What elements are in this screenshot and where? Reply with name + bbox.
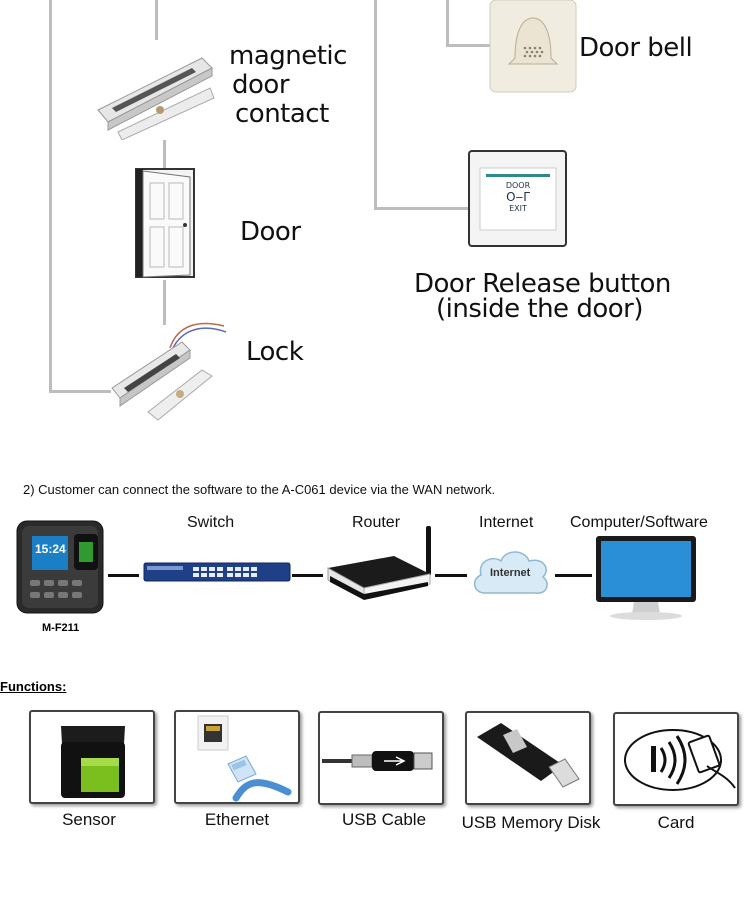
door-icon: [135, 168, 195, 278]
magnetic-contact-icon: [97, 57, 215, 140]
function-ethernet-label: Ethernet: [204, 810, 270, 829]
connector-switch-router: [292, 574, 323, 577]
magnetic-contact-label: magnetic door contact: [229, 42, 347, 129]
ethernet-icon: [197, 715, 292, 802]
lock-label: Lock: [246, 337, 304, 367]
rfid-card-icon: [624, 729, 736, 791]
function-card-card: [613, 712, 739, 806]
device-model-label: M-F211: [42, 622, 80, 634]
connector-router-internet: [435, 574, 467, 577]
network-note: 2) Customer can connect the software to …: [23, 482, 496, 497]
usb-disk-icon: [477, 723, 580, 788]
door-release-button-face: DOOR O‒ᒥ EXIT: [480, 180, 556, 214]
router-label: Router: [352, 514, 401, 531]
internet-label: Internet: [479, 514, 534, 531]
wire-center-vertical-3: [163, 280, 166, 325]
function-usb-disk-card: [465, 711, 591, 805]
door-release-line1: Door Release button: [414, 269, 671, 299]
computer-label: Computer/Software: [570, 514, 708, 531]
function-usb-cable-label: USB Cable: [341, 810, 427, 829]
function-ethernet-card: [174, 710, 300, 804]
internet-cloud-text: Internet: [490, 567, 531, 579]
function-usb-cable-card: [318, 711, 444, 805]
internet-cloud-icon: [473, 551, 548, 594]
switch-label: Switch: [187, 514, 235, 531]
magnetic-contact-line2: door: [232, 70, 290, 100]
doorbell-icon: [489, 0, 577, 93]
router-icon: [327, 526, 431, 600]
magnetic-contact-line3: contact: [235, 99, 329, 129]
door-release-button-icon: [468, 150, 567, 247]
function-sensor-label: Sensor: [62, 810, 116, 829]
connector-internet-computer: [555, 574, 592, 577]
function-sensor-card: [29, 710, 155, 804]
function-usb-disk-label: USB Memory Disk: [461, 813, 601, 832]
magnetic-contact-line1: magnetic: [229, 41, 347, 71]
door-release-line2: (inside the door): [436, 294, 643, 324]
connector-device-switch: [108, 574, 139, 577]
wire-right-vertical: [374, 0, 377, 210]
wire-center-vertical-2: [163, 140, 166, 168]
wire-bell-horizontal: [446, 44, 490, 47]
computer-monitor-icon: [596, 536, 696, 620]
fingerprint-sensor-icon: [61, 726, 125, 798]
doorbell-label: Door bell: [579, 33, 693, 63]
function-card-label: Card: [657, 813, 695, 832]
wire-left-bottom: [49, 390, 111, 393]
usb-cable-icon: [322, 751, 433, 771]
wire-bell-vertical: [446, 0, 449, 47]
door-label: Door: [240, 217, 301, 247]
wire-center-vertical: [155, 0, 158, 40]
lock-icon: [111, 322, 227, 421]
button-text-door: DOOR: [505, 181, 531, 190]
door-release-label: Door Release button (inside the door): [414, 270, 671, 324]
attendance-device-icon: [16, 520, 104, 614]
functions-heading[interactable]: Functions:: [0, 679, 67, 694]
key-icon: O‒ᒥ: [506, 190, 530, 204]
button-text-exit: EXIT: [509, 204, 527, 213]
network-switch-icon: [143, 562, 291, 582]
wire-left-vertical: [49, 0, 52, 393]
wire-right-horizontal: [374, 207, 472, 210]
device-clock: 15:24: [35, 542, 66, 556]
